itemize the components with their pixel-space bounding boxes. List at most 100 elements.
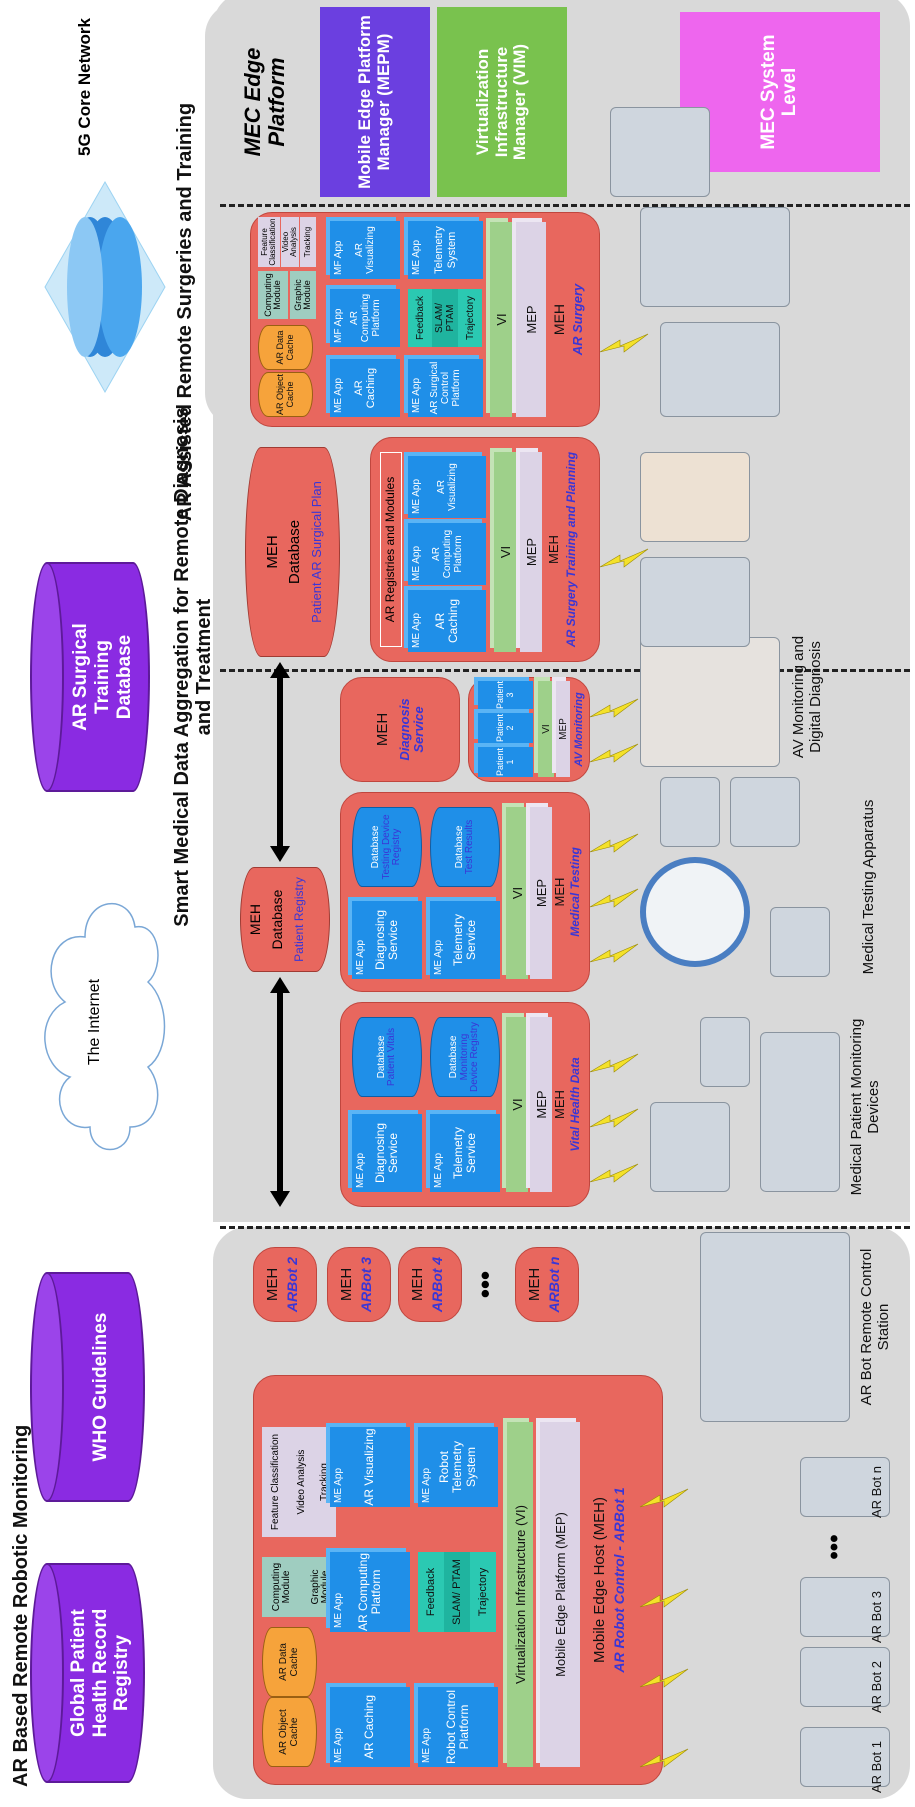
surgery-visualizing: AR Visualizing [354, 226, 376, 274]
testing-diag: Diagnosing Service [372, 909, 400, 971]
arbot3-label: ARBot 3 [358, 1256, 374, 1313]
surgery-trajectory: Trajectory [458, 289, 482, 347]
surgery-vi: VI [490, 222, 512, 417]
registry-arrow-right [270, 662, 290, 862]
arbotn-label: ARBot n [546, 1256, 562, 1313]
training-meh: MEH [546, 535, 561, 564]
bot-caption-2: AR Bot 2 [869, 1660, 884, 1714]
robot-feature: Feature Classification [262, 1427, 290, 1537]
registry-arrow-left [270, 977, 290, 1207]
mepm-label: Mobile Edge Platform Manager (MEPM) [355, 15, 393, 189]
training-registries: AR Registries and Modules [380, 452, 402, 647]
surgical-plan-db-label: Database [285, 519, 303, 585]
surgery-caching: AR Caching [352, 367, 377, 409]
testing-db2-label: Test Results [464, 819, 475, 875]
surgery-feature: Feature Classification [258, 217, 280, 267]
vital-me-app: ME App [433, 1152, 444, 1188]
robot-telemetry: Robot Telemetry System [437, 1441, 478, 1494]
testing-caption: Medical Testing Apparatus [860, 799, 877, 975]
training-computing: AR Computing Platform [430, 529, 464, 579]
internet-label: The Internet [86, 978, 104, 1066]
robot-ar-visualizing: AR Visualizing [362, 1428, 377, 1506]
robot-me-app: ME App [333, 1592, 344, 1628]
robot-me-app: ME App [333, 1467, 344, 1503]
av-patient1-label: Patient 1 [494, 747, 515, 777]
surgical-plan-sub: Patient AR Surgical Plan [308, 481, 324, 623]
bot-caption-3: AR Bot 3 [869, 1590, 884, 1644]
surgery-me-app: ME App [411, 377, 422, 413]
ar-training-db: AR Surgical Training Database [30, 562, 150, 792]
robot-vi: Virtualization Infrastructure (VI) [507, 1422, 533, 1767]
central-reg: Patient Registry [292, 877, 307, 962]
av-vi: VI [538, 681, 554, 777]
training-computing-cube: ME App AR Computing Platform [408, 523, 486, 585]
core-network-icon [30, 162, 180, 412]
robot-ar-visualizing-cube: ME App AR Visualizing [330, 1427, 410, 1507]
arbot4-meh: MEH [409, 1267, 426, 1302]
av-patient2-label: Patient 2 [494, 713, 515, 743]
vital-mep: MEP [530, 1017, 552, 1192]
robot-video: Video Analysis [290, 1427, 314, 1537]
divider-3 [220, 204, 910, 207]
internet-cloud: The Internet [20, 877, 170, 1167]
vital-meh: MEH [552, 1090, 567, 1119]
robot-meh-label: Mobile Edge Host (MEH) [591, 1497, 608, 1663]
control-station-device [700, 1232, 850, 1422]
arbot4-label: ARBot 4 [429, 1256, 445, 1313]
surgery-object-cache: AR Object Cache [258, 372, 313, 417]
surgery-graphic-module: Graphic Module [290, 271, 316, 319]
training-me-app: ME App [411, 612, 422, 648]
surgery-mep: MEP [516, 222, 546, 417]
mec-edge-label: MEC Edge Platform [239, 47, 289, 157]
av-patient3-label: Patient 3 [494, 680, 515, 710]
training-sub: AR Surgery Training and Planning [564, 451, 578, 648]
surgery-console [660, 322, 780, 417]
vital-vi: VI [506, 1017, 528, 1192]
monitoring-device [700, 1017, 750, 1087]
who-guidelines-db: WHO Guidelines [30, 1272, 145, 1502]
divider-1 [220, 1226, 910, 1229]
training-me-app: ME App [411, 545, 422, 581]
testing-meh: MEH [552, 877, 567, 907]
arbot-ellipsis: ••• [469, 1270, 500, 1299]
surgery-mf-app: MF App [333, 308, 344, 343]
monitoring-caption: Medical Patient Monitoring Devices [848, 1018, 883, 1196]
central-meh: MEH [247, 903, 264, 936]
vim-box: Virtualization Infrastructure Manager (V… [437, 7, 567, 197]
bot-ellipsis: ••• [820, 1534, 848, 1560]
surgery-telemetry: Telemetry System [433, 226, 458, 274]
robot-ar-data-cache: AR Data Cache [262, 1627, 317, 1697]
vim-label: Virtualization Infrastructure Manager (V… [472, 43, 530, 161]
core-network-label: 5G Core Network [74, 18, 94, 156]
mec-system-box: MEC System Level [680, 12, 880, 172]
robot-ar-computing: AR Computing Platform [355, 1552, 383, 1632]
av-patient1: Patient 1 [478, 747, 533, 777]
robot-feedback: Feedback [418, 1552, 444, 1632]
av-caption: AV Monitoring and Digital Diagnosis [790, 635, 825, 759]
vital-sub: Vital Health Data [568, 1057, 582, 1152]
surgery-tracking: Tracking [300, 217, 316, 267]
monitoring-device [650, 1102, 730, 1192]
testing-scanner [640, 857, 750, 967]
arbot2-label: ARBot 2 [284, 1256, 300, 1313]
central-db: Database [269, 889, 286, 950]
av-sub: AV Monitoring [573, 692, 585, 767]
av-patient3: Patient 3 [478, 681, 533, 709]
training-equipment [640, 557, 750, 647]
testing-sub: Medical Testing [568, 847, 582, 937]
robot-mep: Mobile Edge Platform (MEP) [540, 1422, 580, 1767]
testing-tele: Telemetry Service [450, 914, 478, 967]
surgery-meh: MEH [551, 303, 567, 336]
bot-caption-1: AR Bot 1 [869, 1740, 884, 1794]
training-mep: MEP [520, 452, 542, 652]
diagnosis-meh: MEH [374, 712, 391, 747]
